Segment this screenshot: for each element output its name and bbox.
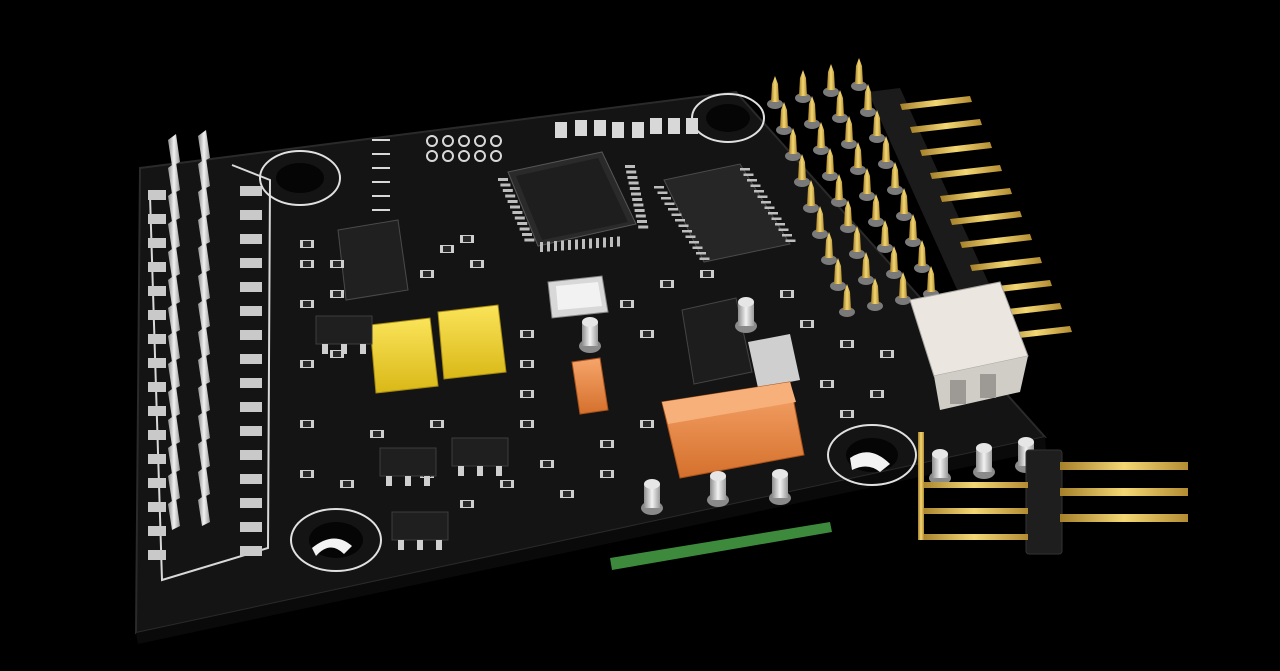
smd-components xyxy=(300,235,894,550)
via-holes xyxy=(426,118,698,162)
regulator-chip xyxy=(681,297,800,388)
left-pin-header xyxy=(148,130,272,582)
crystal-oscillator xyxy=(547,275,609,319)
small-orange-capacitor xyxy=(571,357,609,415)
microcontroller-chip xyxy=(498,151,649,252)
mounting-hole xyxy=(827,424,917,486)
right-angle-header xyxy=(918,432,1188,555)
yellow-capacitor xyxy=(369,317,439,410)
small-ic-chip xyxy=(337,219,409,301)
green-edge-strip xyxy=(610,522,832,570)
white-jst-connector xyxy=(909,281,1029,410)
right-pin-array xyxy=(767,58,1072,340)
driver-ic-chip xyxy=(654,163,796,263)
mounting-hole xyxy=(290,508,382,572)
yellow-capacitor xyxy=(437,304,507,396)
mounting-hole xyxy=(259,150,341,206)
orange-tantalum-capacitor xyxy=(661,381,805,479)
